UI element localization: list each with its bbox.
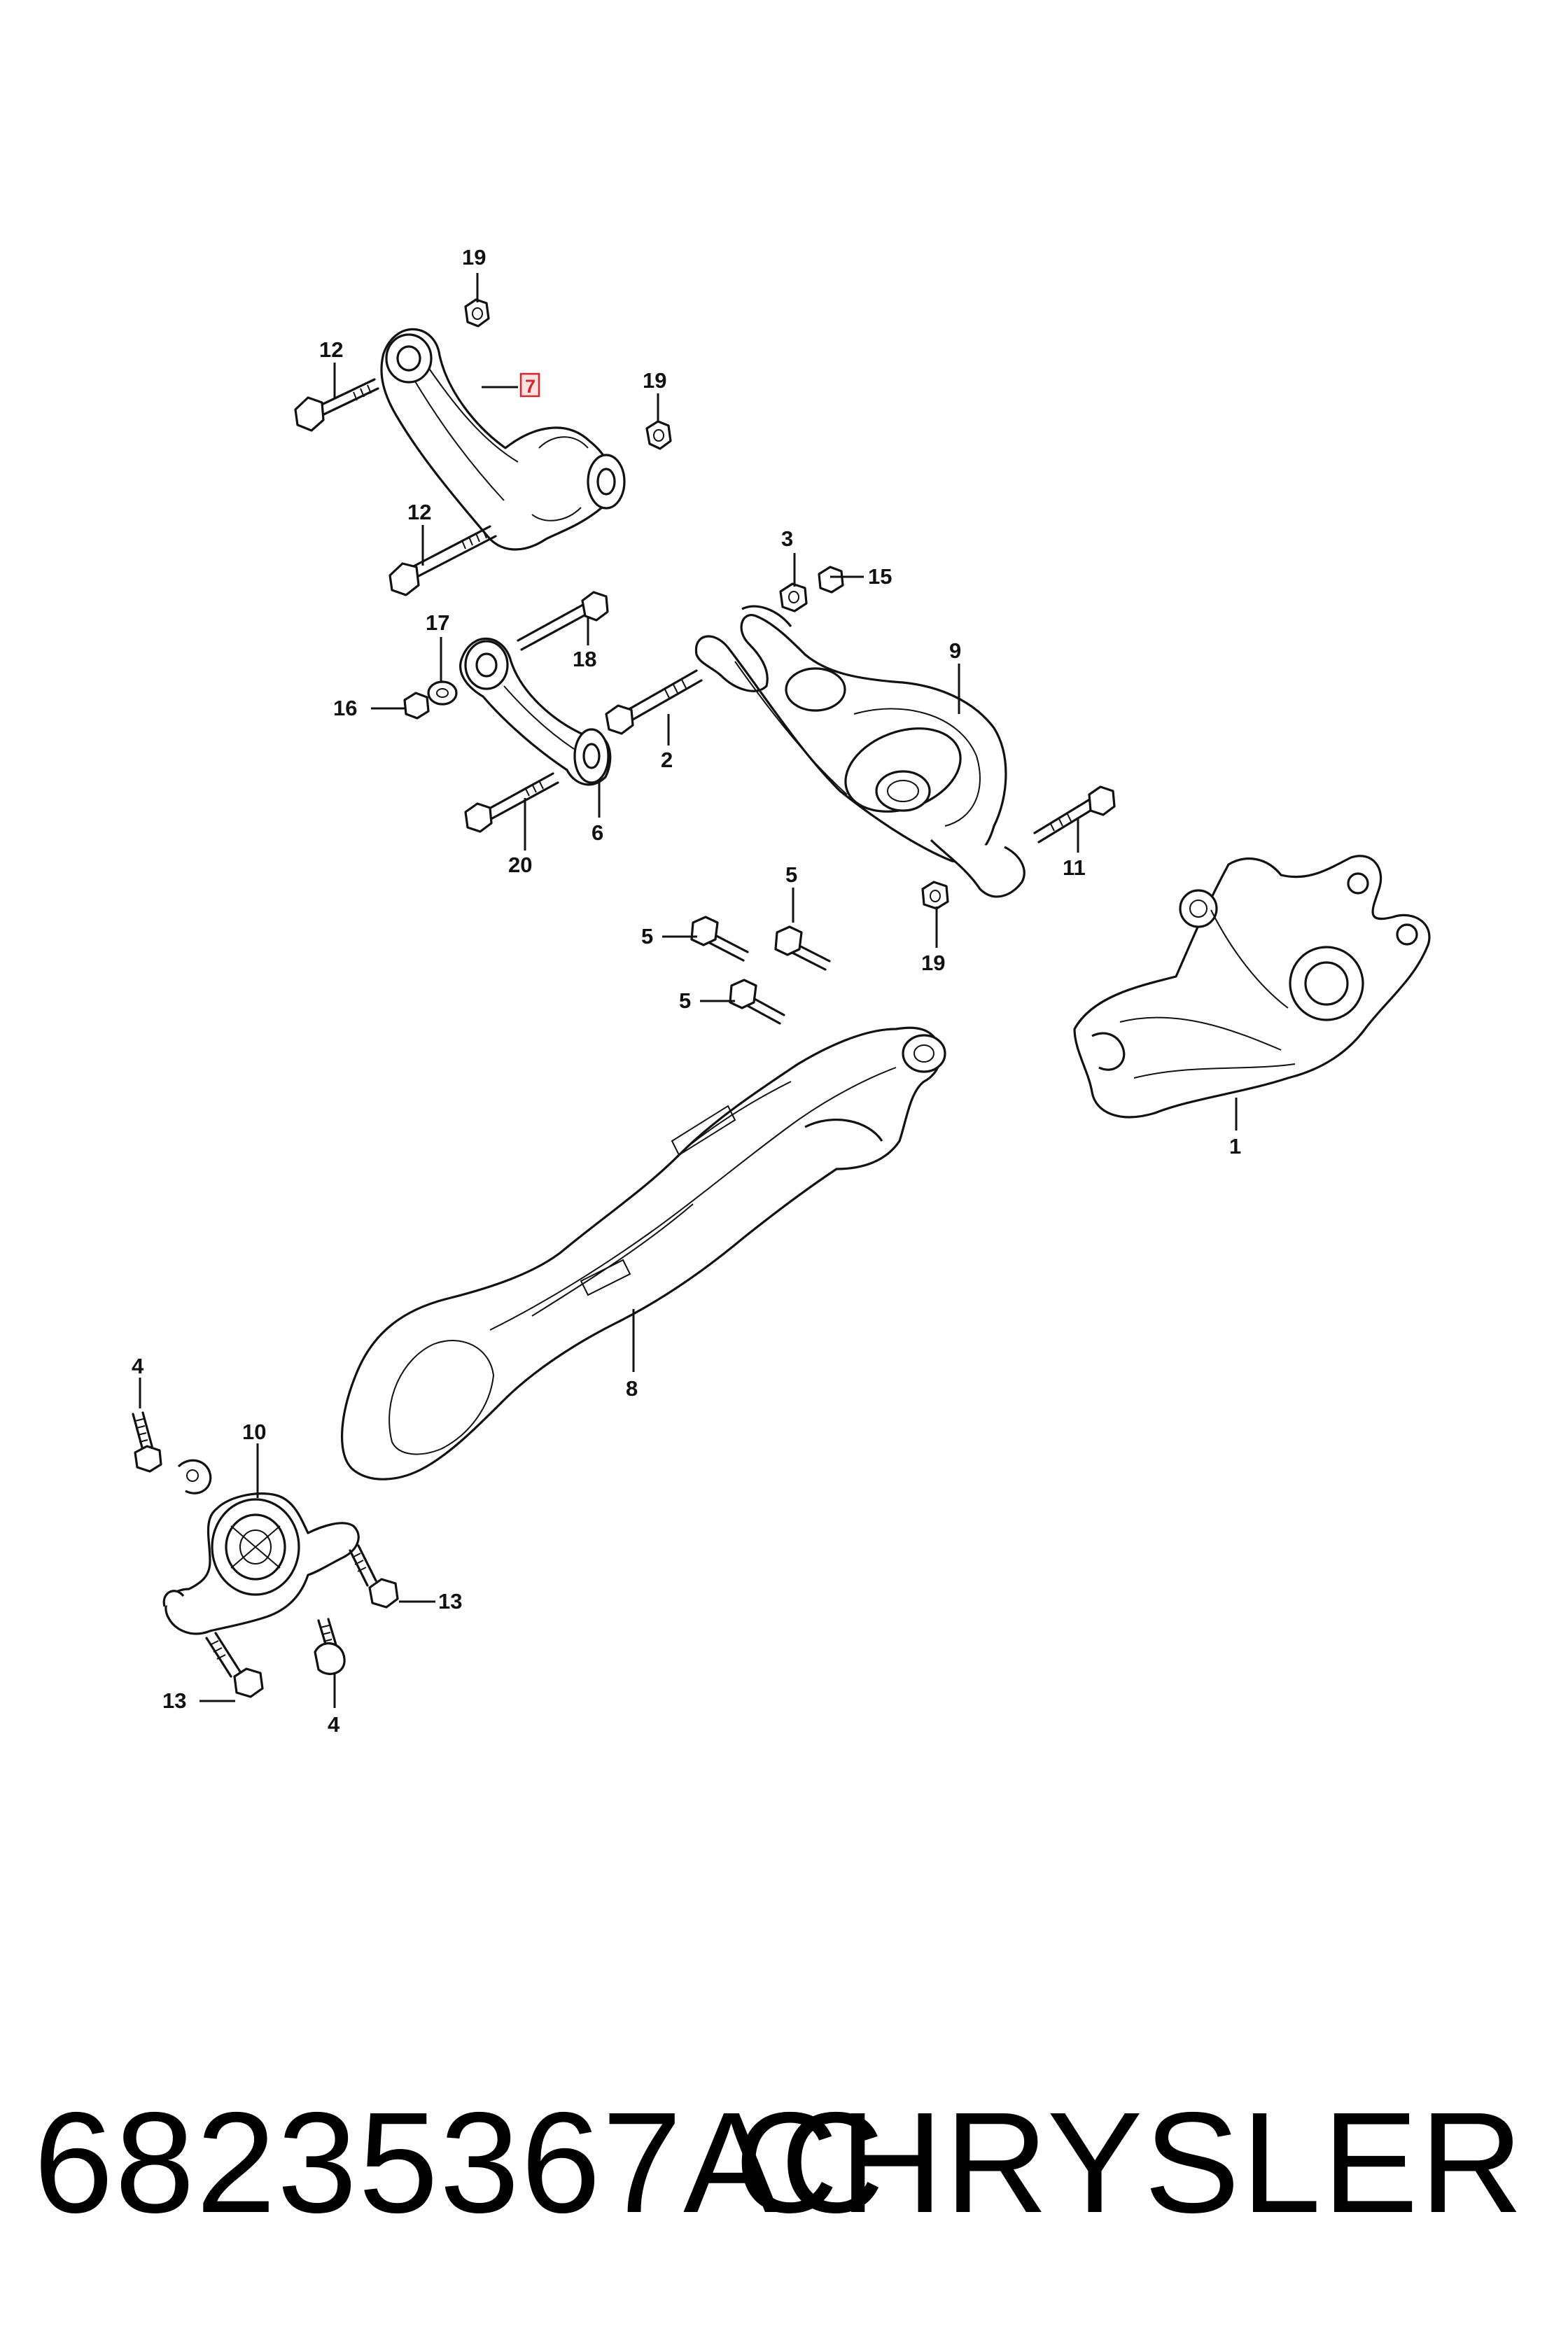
callout-3[interactable]: 3: [781, 526, 793, 551]
knuckle-part-1[interactable]: [1073, 855, 1431, 1119]
callout-15[interactable]: 15: [868, 564, 892, 589]
callout-labels: 19 12 7 19 12 3 15 17 18 16 9 2 6 20 11 …: [132, 245, 1241, 1737]
bolt-5-a[interactable]: [690, 916, 749, 962]
callout-4-top[interactable]: 4: [132, 1354, 144, 1378]
bolt-4-bottom[interactable]: [314, 1618, 346, 1675]
callout-8[interactable]: 8: [626, 1376, 638, 1401]
bolt-18[interactable]: [517, 591, 609, 651]
nut-3[interactable]: [779, 582, 808, 612]
nut-19-top[interactable]: [464, 298, 490, 328]
callout-10[interactable]: 10: [242, 1420, 266, 1444]
callout-7[interactable]: 7: [525, 376, 536, 397]
callout-19-top[interactable]: 19: [462, 245, 486, 270]
nut-19-bottom[interactable]: [921, 881, 949, 910]
callout-19-right[interactable]: 19: [643, 368, 666, 393]
callout-13-left[interactable]: 13: [162, 1688, 186, 1713]
lower-control-arm-part-9[interactable]: [694, 605, 1026, 898]
callout-19-bottom[interactable]: 19: [921, 951, 945, 975]
bolt-13-left[interactable]: [205, 1632, 264, 1698]
footer-caption: 68235367AC CHRYSLER: [0, 2082, 1568, 2244]
nut-15[interactable]: [818, 566, 844, 594]
callout-18[interactable]: 18: [573, 647, 596, 671]
bolt-20[interactable]: [464, 772, 559, 833]
callout-1[interactable]: 1: [1229, 1134, 1241, 1158]
callout-7-highlight-box: [519, 372, 540, 398]
callout-4-bottom[interactable]: 4: [328, 1712, 340, 1737]
bushing-bracket-part-10[interactable]: [162, 1459, 360, 1635]
callout-16[interactable]: 16: [333, 696, 357, 720]
trailing-arm-part-8[interactable]: [340, 1026, 946, 1480]
nut-19-right[interactable]: [645, 420, 672, 450]
callout-17[interactable]: 17: [426, 610, 449, 635]
toe-link-part-6[interactable]: [459, 637, 612, 786]
callout-12-upper[interactable]: 12: [319, 337, 343, 362]
part-number-text: 68235367AC: [34, 2082, 886, 2243]
callout-9[interactable]: 9: [949, 638, 961, 663]
callout-12-lower[interactable]: 12: [407, 500, 431, 524]
bolt-12-upper[interactable]: [294, 378, 379, 432]
callout-13-right[interactable]: 13: [438, 1589, 462, 1614]
bolt-11[interactable]: [1033, 785, 1116, 844]
callout-20[interactable]: 20: [508, 853, 532, 877]
brand-text: CHRYSLER: [734, 2082, 1525, 2243]
upper-control-arm-part-7[interactable]: [380, 328, 626, 551]
callout-6[interactable]: 6: [592, 820, 603, 845]
bolt-5-c[interactable]: [729, 979, 785, 1025]
callout-2[interactable]: 2: [661, 748, 673, 772]
bolt-13-right[interactable]: [349, 1544, 399, 1609]
bolt-4-top[interactable]: [132, 1411, 162, 1473]
bolt-12-lower[interactable]: [388, 525, 497, 596]
callout-5-lower[interactable]: 5: [679, 988, 691, 1013]
callout-5-left[interactable]: 5: [641, 924, 653, 948]
bolt-5-b[interactable]: [774, 925, 831, 971]
nut-16[interactable]: [403, 692, 430, 720]
washer-17[interactable]: [427, 680, 458, 706]
callout-5-top[interactable]: 5: [785, 862, 797, 887]
callout-11[interactable]: 11: [1063, 855, 1086, 880]
leader-lines: [139, 273, 1238, 1708]
bolt-2[interactable]: [605, 669, 703, 735]
